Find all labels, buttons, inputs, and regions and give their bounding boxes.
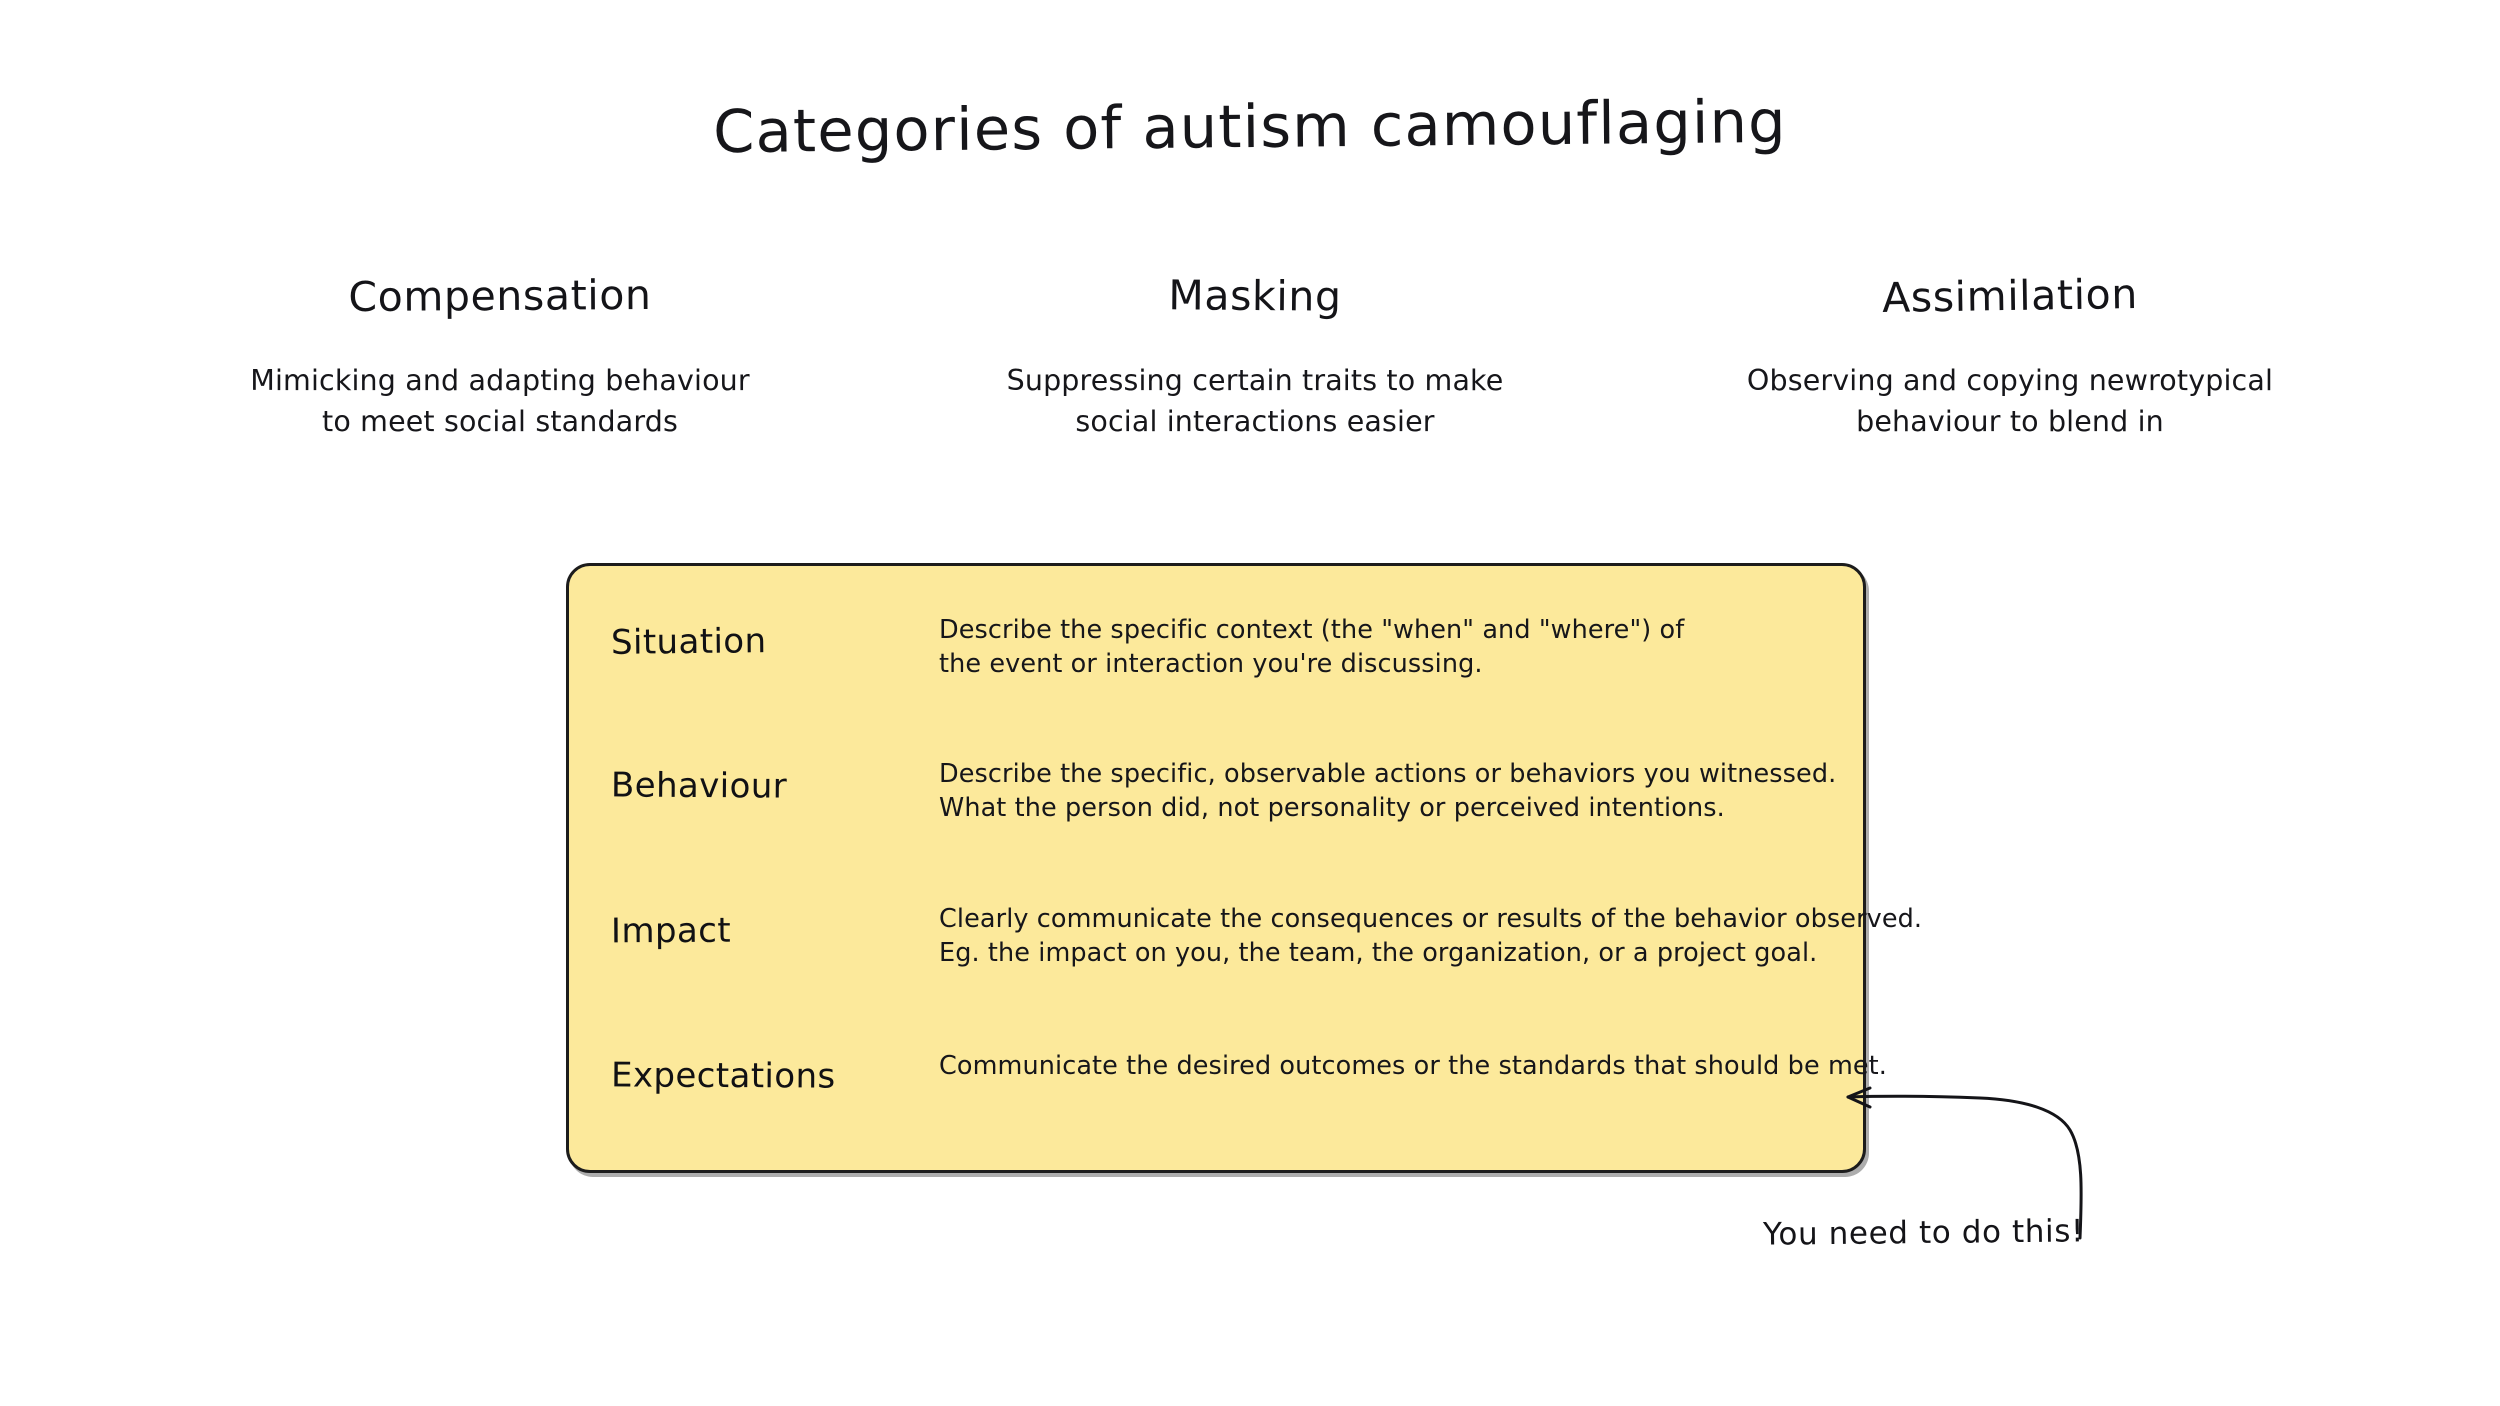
feedback-description-expectations: Communicate the desired outcomes or the … [939, 1050, 1887, 1084]
category-description-line: behaviour to blend in [1856, 405, 2164, 439]
feedback-label-impact: Impact [610, 910, 732, 952]
feedback-description-line: Clearly communicate the consequences or … [939, 904, 1923, 934]
category-description-line: Suppressing certain traits to make [1006, 364, 1504, 397]
category-description-line: Observing and copying newrotypical [1746, 364, 2274, 397]
category-description-line: to meet social standards [322, 405, 678, 439]
page-title: Categories of autism camouflaging [712, 86, 1788, 167]
category-title-compensation: Compensation [348, 270, 652, 322]
category-compensation: Compensation Mimicking and adapting beha… [150, 270, 850, 443]
feedback-description-line: Describe the specific, observable action… [939, 759, 1837, 789]
category-columns: Compensation Mimicking and adapting beha… [150, 270, 2360, 443]
feedback-description-situation: Describe the specific context (the "when… [939, 614, 1839, 682]
category-description-line: social interactions easier [1075, 405, 1435, 439]
category-description-compensation: Mimicking and adapting behaviour to meet… [150, 360, 850, 443]
feedback-description-line: Describe the specific context (the "when… [939, 615, 1685, 645]
feedback-description-line: Communicate the desired outcomes or the … [939, 1051, 1887, 1081]
category-title-assimilation: Assimilation [1881, 269, 2139, 323]
feedback-description-line: the event or interaction you're discussi… [939, 648, 1483, 679]
feedback-label-situation: Situation [610, 621, 767, 663]
feedback-card: Situation Describe the specific context … [566, 563, 1923, 1173]
feedback-description-behaviour: Describe the specific, observable action… [939, 758, 1839, 826]
category-assimilation: Assimilation Observing and copying newro… [1660, 270, 2360, 443]
feedback-description-line: What the person did, not personality or … [939, 792, 1725, 823]
category-masking: Masking Suppressing certain traits to ma… [905, 271, 1605, 443]
feedback-description-line: Eg. the impact on you, the team, the org… [939, 937, 1818, 968]
category-title-masking: Masking [1168, 271, 1342, 321]
category-description-line: Mimicking and adapting behaviour [250, 364, 750, 397]
feedback-description-impact: Clearly communicate the consequences or … [939, 903, 1923, 971]
category-description-masking: Suppressing certain traits to make socia… [905, 360, 1605, 443]
feedback-label-expectations: Expectations [610, 1055, 836, 1097]
category-description-assimilation: Observing and copying newrotypical behav… [1660, 360, 2360, 443]
feedback-label-behaviour: Behaviour [610, 765, 788, 807]
annotation-label: You need to do this! [1762, 1213, 2085, 1253]
